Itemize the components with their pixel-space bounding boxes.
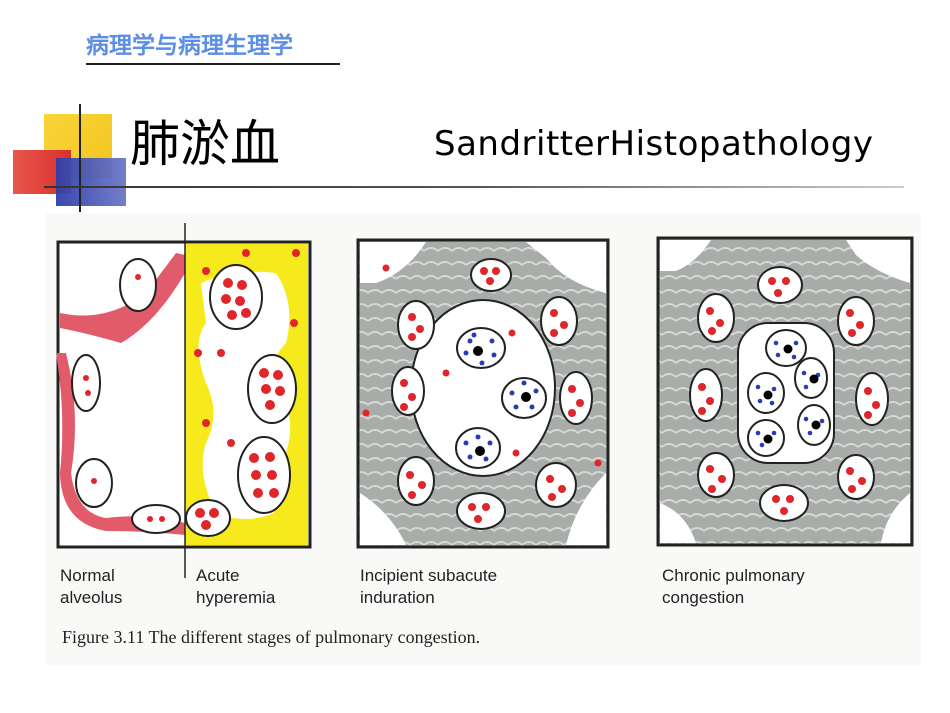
caption-chronic-congestion: Chronic pulmonary congestion xyxy=(662,566,805,607)
caption-acute-hyperemia: Acute hyperemia xyxy=(196,566,276,607)
congestion-figure: Normal alveolus Acute hyperemia Incipien… xyxy=(46,213,921,665)
course-title: 病理学与病理生理学 xyxy=(86,33,293,59)
figure-caption: Figure 3.11 The different stages of pulm… xyxy=(62,627,481,647)
caption-incipient-induration: Incipient subacute induration xyxy=(360,566,498,607)
slide-title: 肺淤血 xyxy=(130,115,280,173)
panel-normal-acute xyxy=(56,223,312,578)
congestion-illustration xyxy=(56,223,914,578)
panel-chronic-congestion xyxy=(656,236,914,547)
caption-normal-alveolus: Normal alveolus xyxy=(60,566,123,607)
decor-vertical-line xyxy=(79,104,81,212)
course-title-underline xyxy=(86,63,340,65)
slide-source: SandritterHistopathology xyxy=(434,124,874,164)
decor-blue-square xyxy=(56,158,126,206)
title-divider xyxy=(44,186,904,188)
panel-incipient-induration xyxy=(356,238,610,549)
